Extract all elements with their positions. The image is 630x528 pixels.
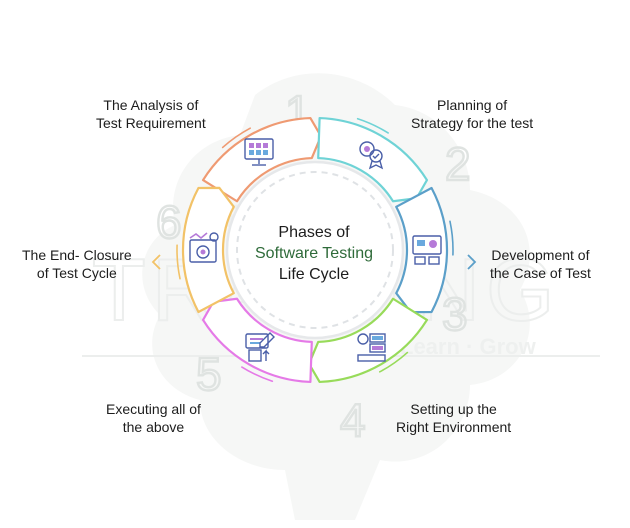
phase-1-label-line2: Test Requirement (96, 115, 206, 131)
analytics-gear-icon (189, 232, 219, 263)
phase-3-arrow (467, 254, 477, 270)
phase-6-accent-stroke (176, 244, 181, 280)
phase-2-label-line2: Strategy for the test (411, 115, 534, 131)
phase-6-number: 6 (156, 196, 182, 248)
watermark-tagline: Learn · Grow (400, 334, 537, 359)
server-user-icon (357, 333, 386, 362)
phase-5-accent-stroke (241, 366, 274, 383)
phase-5-label-line2: the above (122, 419, 185, 435)
phase-4-number: 4 (340, 394, 366, 446)
phase-6-label-line2: of Test Cycle (36, 265, 117, 281)
phase-4-label: Setting up the Right Environment (396, 400, 511, 436)
monitor-grid-icon (244, 138, 274, 166)
phase-2-number: 2 (445, 138, 471, 190)
phase-2-segment (317, 116, 429, 203)
phase-5-number: 5 (196, 348, 222, 400)
phase-5-label-line1: Executing all of (106, 401, 201, 417)
phase-4-label-line1: Setting up the (410, 401, 497, 417)
gear-badge-icon (359, 141, 384, 170)
checklist-clipboard-icon (245, 332, 275, 362)
phase-3-segment (395, 186, 449, 314)
center-title: Phases of Software Testing Life Cycle (232, 222, 396, 285)
center-title-line3: Life Cycle (278, 266, 350, 283)
phase-3-number: 3 (442, 288, 468, 340)
phase-4-accent-stroke (378, 351, 409, 373)
phase-3-accent-stroke (449, 220, 454, 256)
phase-5-segment (201, 297, 313, 384)
phase-1-label: The Analysis of Test Requirement (96, 96, 206, 132)
phase-3-label: Development of the Case of Test (490, 246, 591, 282)
phase-6-label: The End- Closure of Test Cycle (22, 246, 132, 282)
phase-1-label-line1: The Analysis of (103, 97, 199, 113)
center-title-line2: Software Testing (255, 245, 373, 262)
phase-6-arrow (151, 254, 161, 270)
center-title-line1: Phases of (278, 224, 350, 241)
center-circle (225, 160, 405, 340)
test-case-screen-icon (412, 235, 442, 265)
phase-3-label-line1: Development of (491, 247, 590, 263)
phase-3-label-line2: the Case of Test (490, 265, 591, 281)
phase-2-label-line1: Planning of (437, 97, 508, 113)
phase-6-label-line1: The End- Closure (22, 247, 132, 263)
phase-2-accent-stroke (356, 117, 389, 134)
center-dashed-ring (236, 171, 394, 329)
phase-icons (189, 138, 442, 362)
phase-4-label-line2: Right Environment (396, 419, 512, 435)
phase-2-label: Planning of Strategy for the test (411, 96, 533, 132)
phase-5-label: Executing all of the above (106, 400, 201, 436)
phase-1-accent-stroke (221, 127, 252, 149)
